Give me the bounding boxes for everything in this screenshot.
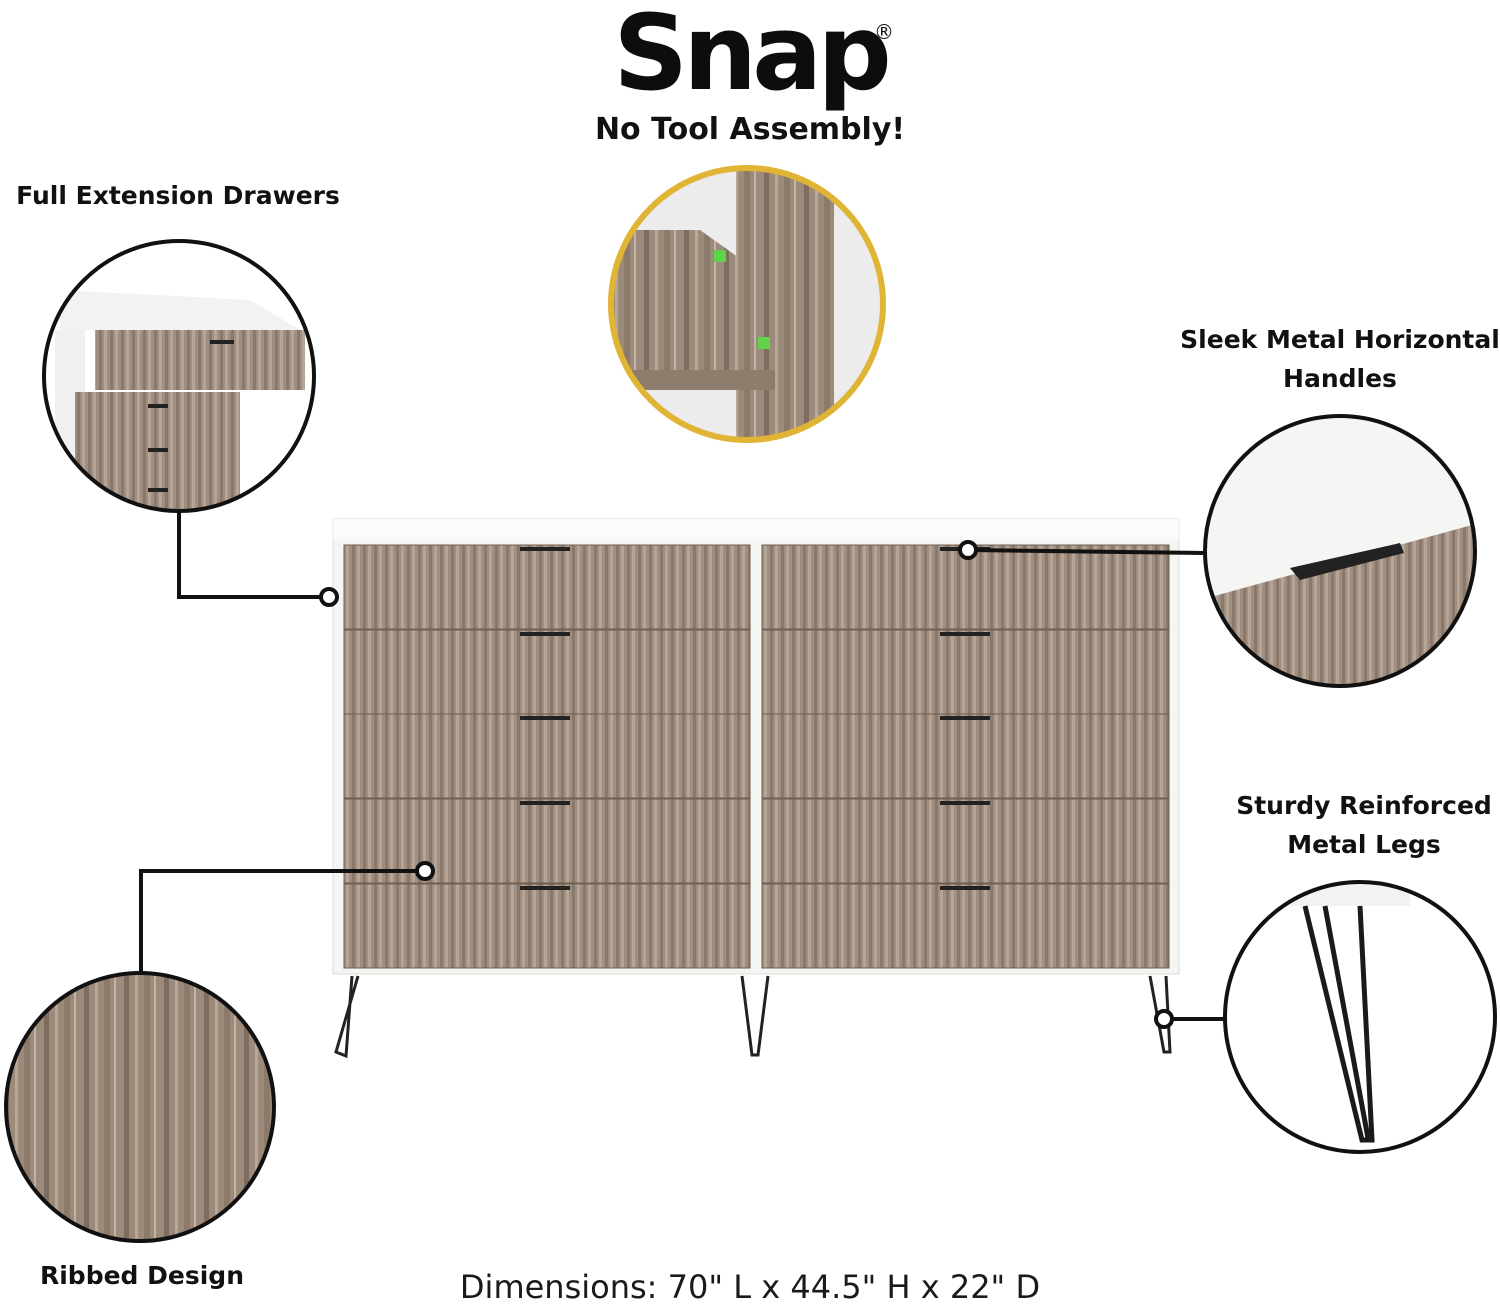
dot-handles [958,540,978,560]
label-legs-line2: Metal Legs [1287,830,1441,859]
registered-mark: ® [874,20,894,44]
connector-ribbed [139,869,425,973]
circle-metal-handles [1205,416,1475,686]
circle-ribbed-design [6,973,274,1241]
drawer-handle [520,547,570,551]
drawer-front [761,798,1170,884]
drawer-front [343,883,751,969]
brand-logo: Snap [0,0,1500,114]
drawer-handle [520,632,570,636]
drawer-handle [520,886,570,890]
drawer-front [761,629,1170,715]
label-full-extension-drawers: Full Extension Drawers [16,181,340,210]
label-handles: Sleek Metal Horizontal Handles [1180,320,1500,398]
drawer-front [761,883,1170,969]
callout-dots [319,540,1174,1029]
drawers-left-column [343,544,751,969]
drawer-front [343,629,751,715]
dot-drawers [319,587,339,607]
leg-left [334,975,360,1059]
drawer-front [343,544,751,630]
brand-name: Snap [613,0,892,114]
connector-drawers [177,510,329,599]
label-handles-line1: Sleek Metal Horizontal [1180,325,1500,354]
ring-ribbed [4,971,276,1243]
drawer-handle [520,716,570,720]
dot-legs [1154,1009,1174,1029]
drawers-right-column [761,544,1170,969]
ring-snap [608,165,886,443]
ring-legs [1223,880,1497,1154]
callout-connectors [139,510,1226,1021]
drawer-handle [940,716,990,720]
drawer-handle [940,632,990,636]
tagline: No Tool Assembly! [594,112,906,147]
label-metal-legs: Sturdy Reinforced Metal Legs [1220,786,1500,864]
ring-handles [1203,414,1477,688]
snap-clip-top [714,250,726,262]
circle-snap-assembly [611,168,883,440]
drawer-handle [940,801,990,805]
drawer-handle [940,886,990,890]
drawer-front [761,713,1170,799]
connector-handles [967,548,1207,555]
label-legs-line1: Sturdy Reinforced [1236,791,1492,820]
label-ribbed-design: Ribbed Design [39,1261,245,1290]
drawer-handle [520,801,570,805]
leg-middle [740,975,770,1057]
dimensions-text: Dimensions: 70" L x 44.5" H x 22" D [459,1268,1041,1306]
label-handles-line2: Handles [1283,364,1397,393]
dresser [332,518,1180,1059]
handle-bar [1290,543,1404,580]
ring-drawers [42,239,316,513]
dresser-top [333,519,1179,539]
dresser-legs [334,975,1172,1059]
dot-ribbed [415,861,435,881]
snap-clip-bottom [758,337,770,349]
circle-full-extension-drawers [44,241,314,511]
drawer-front [343,713,751,799]
